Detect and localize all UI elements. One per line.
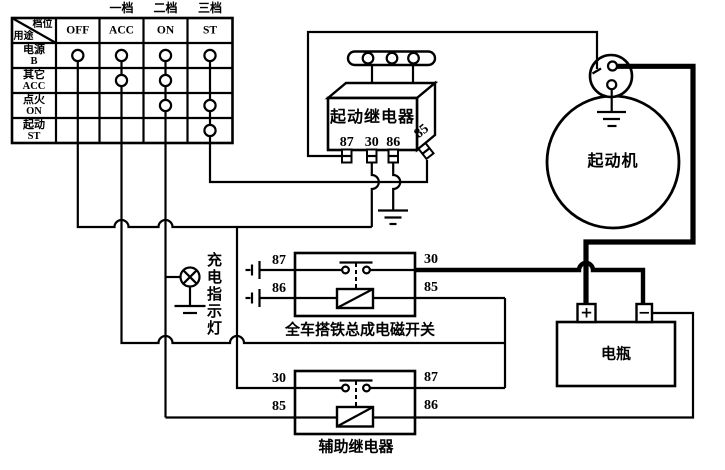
battery-body	[555, 320, 677, 388]
relay-pin-87	[341, 148, 353, 164]
corner-position-label: 档位	[32, 18, 53, 30]
charge-lamp-label: 充电指示灯	[205, 252, 223, 337]
wire-relay87-to-solenoid	[306, 30, 599, 158]
wire-junction-to-aux30	[235, 227, 342, 390]
row-label-cn: 其它	[23, 67, 45, 81]
relay-pin-86	[387, 148, 399, 164]
row-label-en: ACC	[22, 80, 46, 92]
starter-relay-pin86-label: 86	[386, 134, 401, 150]
wire-st-to-relay85	[208, 55, 429, 184]
aux-relay-label: 辅助继电器	[318, 437, 394, 455]
aux-relay-symbol	[293, 369, 417, 436]
corner-diagonal	[11, 17, 57, 44]
charge-lamp-symbol	[179, 266, 201, 288]
contact-dot	[158, 98, 173, 113]
row-label-en: B	[30, 55, 38, 67]
starter-relay-label: 起动继电器	[329, 107, 416, 126]
starter-motor-label: 起动机	[587, 151, 639, 170]
wire-relay86-ground	[392, 161, 402, 210]
row-label-ignition: 点火 ON	[23, 92, 45, 118]
solenoid-terminals	[606, 60, 619, 91]
solenoid-input-tick	[591, 67, 602, 75]
cable-battery-pos-to-solenoid	[583, 63, 696, 304]
wires	[76, 30, 696, 419]
contact-dot	[71, 48, 85, 63]
row-label-cn: 起动	[23, 117, 45, 131]
ground-switch-label: 全车搭铁总成电磁开关	[284, 320, 436, 339]
switch-86-label: 86	[272, 280, 286, 296]
gear-label-3: 三档	[197, 1, 223, 15]
contact-dot	[203, 48, 217, 63]
aux-86-label: 86	[424, 398, 438, 413]
wire-relay30-down	[370, 161, 380, 227]
row-label-en: ON	[26, 105, 42, 117]
switch-87-label: 87	[272, 252, 286, 268]
ground-solenoid	[597, 110, 626, 128]
battery-negative-sign: −	[638, 303, 651, 321]
ground-charge-lamp	[174, 304, 206, 315]
gear-label-2: 二档	[153, 1, 178, 15]
battery-positive-sign: +	[580, 303, 593, 321]
battery-label: 电瓶	[600, 344, 632, 362]
contact-dot	[203, 123, 217, 138]
relay-pin-30	[366, 148, 378, 164]
connector-87	[245, 261, 261, 279]
ground-starter-relay-86	[378, 209, 408, 226]
aux-30-label: 30	[272, 370, 286, 386]
corner-usage-label: 用途	[13, 30, 34, 42]
starter-motor-body	[545, 53, 681, 230]
row-label-cn: 点火	[23, 92, 45, 106]
aux-87-label: 87	[424, 369, 438, 385]
col-header-st: ST	[202, 23, 218, 36]
contact-dot	[114, 48, 129, 63]
row-label-start: 起动 ST	[23, 117, 45, 143]
battery-symbol	[555, 302, 677, 388]
switch-30-label: 30	[424, 251, 438, 267]
row-label-en: ST	[27, 130, 41, 142]
wire-b-feed	[76, 55, 372, 229]
ground-switch-box	[293, 251, 417, 318]
col-header-on: ON	[156, 23, 175, 36]
connector-86	[245, 289, 261, 307]
gear-label-1: 一档	[109, 1, 134, 15]
col-header-off: OFF	[66, 23, 90, 36]
contact-dot	[114, 73, 129, 88]
battery-neg-post	[635, 302, 654, 324]
row-label-other: 其它 ACC	[22, 67, 46, 93]
starter-relay-pin87-label: 87	[339, 134, 354, 150]
relay-box-front-face	[326, 96, 419, 152]
row-label-cn: 电源	[23, 42, 45, 56]
contact-dot	[203, 98, 217, 113]
contact-dot	[158, 48, 173, 63]
ignition-contact-dots	[71, 48, 217, 138]
relay-pin-85	[417, 141, 435, 161]
contact-dot	[158, 73, 173, 88]
wire-acc-feed	[120, 55, 505, 345]
switch-85-label: 85	[424, 280, 438, 295]
wire-aux-coil-to-battery-neg	[165, 311, 695, 419]
col-header-acc: ACC	[109, 23, 134, 36]
starter-relay-pin30-label: 30	[364, 134, 379, 150]
row-label-power: 电源 B	[23, 42, 45, 68]
ground-switch-symbol	[245, 251, 417, 318]
starter-relay-symbol	[324, 50, 439, 164]
aux-85-label: 85	[272, 399, 286, 414]
battery-pos-post	[576, 302, 597, 324]
aux-relay-box	[293, 369, 417, 436]
